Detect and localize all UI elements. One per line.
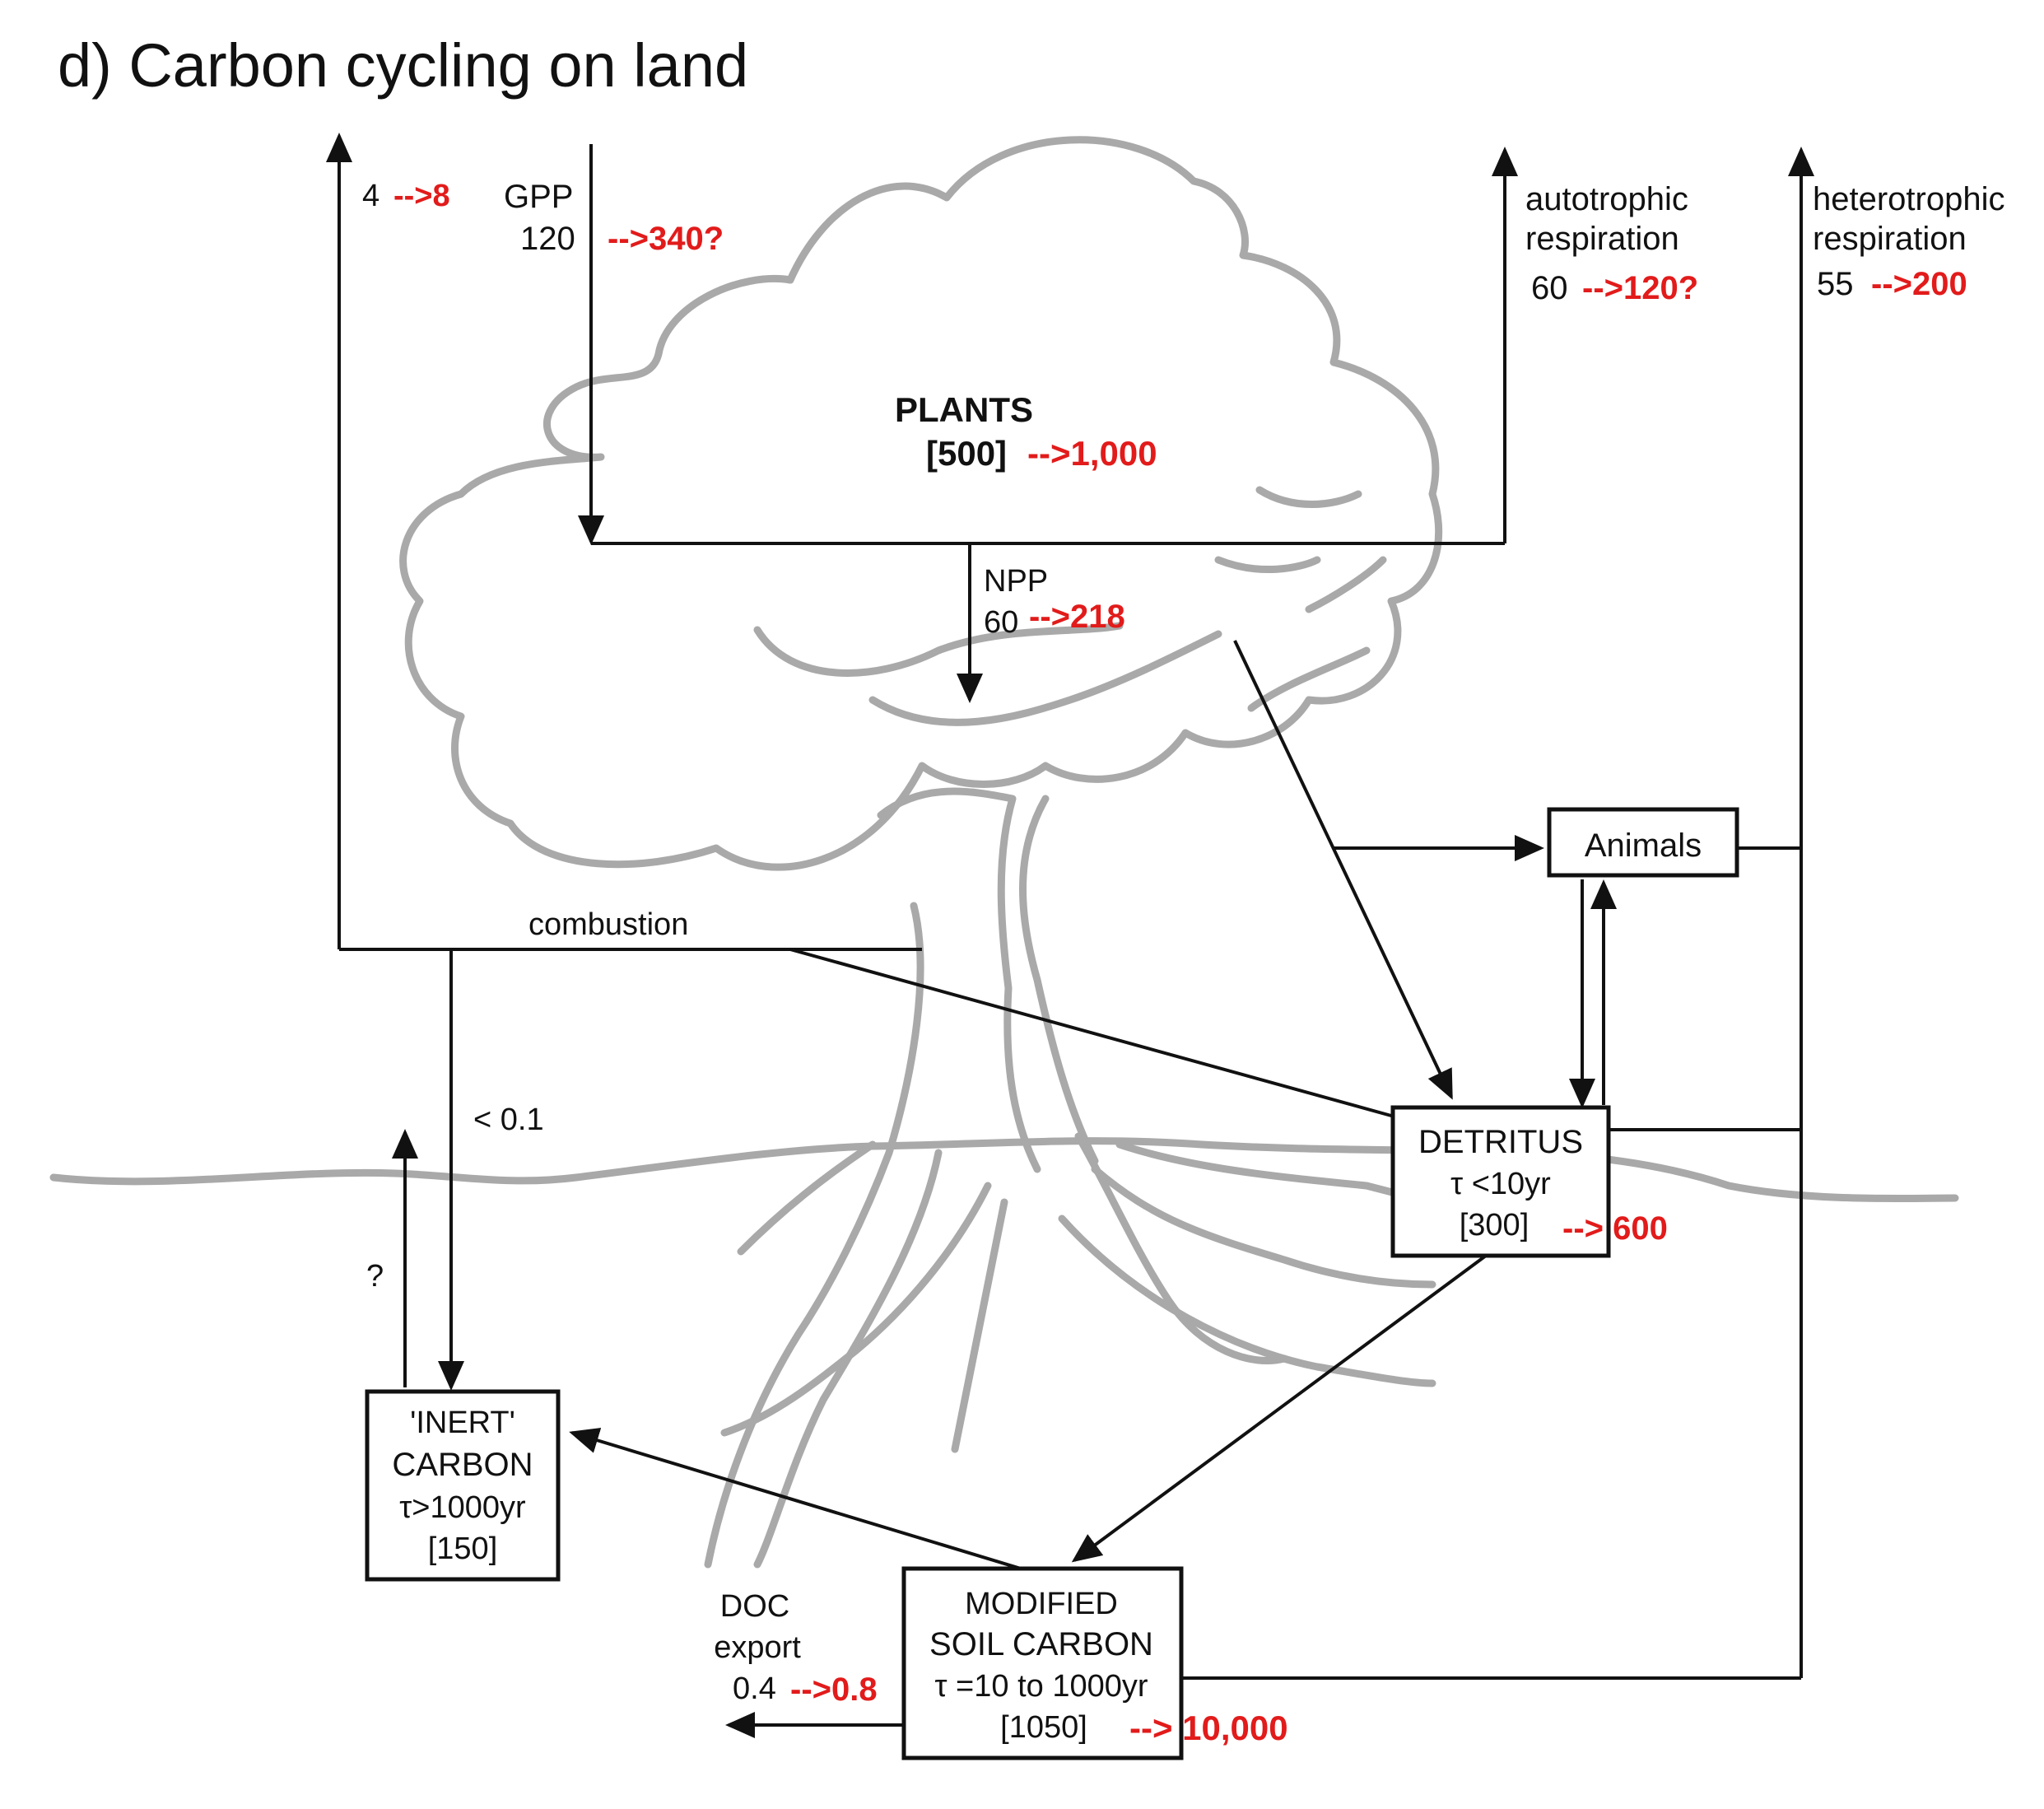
soil-label-2: SOIL CARBON <box>929 1626 1153 1662</box>
heterotrophic-label-1: heterotrophic <box>1813 181 2004 217</box>
detritus-label: DETRITUS <box>1418 1124 1583 1160</box>
animals-box <box>1547 807 1739 878</box>
tree-branch-stroke <box>1214 556 1321 574</box>
animals-label: Animals <box>1585 828 1702 864</box>
inert-label-2: CARBON <box>392 1447 533 1483</box>
tree-trunk <box>704 902 924 1569</box>
autotrophic-label-2: respiration <box>1525 221 1679 257</box>
gpp-new: -->340? <box>608 221 724 257</box>
autotrophic-new: -->120? <box>1582 270 1698 306</box>
inert-carbon-box <box>365 1389 561 1582</box>
heterotrophic-label-2: respiration <box>1813 221 1967 257</box>
npp-label: NPP <box>984 564 1048 599</box>
gpp-value: 120 <box>520 221 575 257</box>
npp-new: -->218 <box>1029 599 1125 635</box>
doc-label-1: DOC <box>720 1589 789 1624</box>
heterotrophic-value: 55 <box>1817 266 1854 302</box>
soil-value: [1050] <box>1000 1710 1087 1745</box>
tree-root <box>720 1182 992 1437</box>
soil-carbon-box <box>901 1566 1184 1760</box>
gpp-label: GPP <box>504 179 573 215</box>
tree-illustration <box>49 136 1959 1569</box>
page-title: d) Carbon cycling on land <box>58 31 748 100</box>
ground-line <box>49 1137 1959 1203</box>
detritus-new: --> 600 <box>1562 1210 1668 1247</box>
arrow-litter-to-detritus <box>1233 640 1453 1100</box>
autotrophic-label-1: autotrophic <box>1525 181 1688 217</box>
soil-tau: τ =10 to 1000yr <box>934 1669 1148 1704</box>
heterotrophic-new: -->200 <box>1871 266 1967 302</box>
tree-trunk <box>1019 795 1099 1165</box>
left-flux-value: 4 <box>362 179 379 213</box>
arrow-detritus-to-soil <box>1071 1254 1488 1563</box>
tree-root <box>737 1140 877 1256</box>
line-combustion-detritus <box>789 948 1392 1117</box>
small-flux-label: < 0.1 <box>473 1103 544 1137</box>
unknown-flux-label: ? <box>366 1259 384 1294</box>
tree-root <box>1058 1215 1436 1387</box>
tree-root <box>1091 1165 1436 1289</box>
plants-value: [500] <box>926 434 1007 473</box>
npp-value: 60 <box>984 605 1018 640</box>
flux-lines <box>326 133 1814 1738</box>
tree-trunk <box>877 787 1041 1173</box>
doc-label-2: export <box>714 1630 801 1665</box>
autotrophic-value: 60 <box>1531 270 1568 306</box>
tree-root <box>753 1149 943 1569</box>
plants-new: -->1,000 <box>1027 434 1157 473</box>
inert-label-1: 'INERT' <box>410 1406 515 1440</box>
detritus-value: [300] <box>1460 1208 1530 1243</box>
tree-root <box>951 1198 1008 1453</box>
tree-branch-stroke <box>868 630 1222 726</box>
inert-tau: τ>1000yr <box>399 1490 526 1525</box>
left-flux-new: -->8 <box>393 179 450 213</box>
soil-new: --> 10,000 <box>1129 1709 1288 1747</box>
tree-branch-stroke <box>1305 556 1387 613</box>
inert-value: [150] <box>428 1532 498 1566</box>
tree-branch-stroke <box>753 622 1124 677</box>
doc-new: -->0.8 <box>790 1671 878 1708</box>
soil-label-1: MODIFIED <box>965 1587 1118 1621</box>
detritus-tau: τ <10yr <box>1450 1167 1551 1201</box>
tree-root <box>1074 1132 1288 1364</box>
plants-label: PLANTS <box>895 390 1033 429</box>
arrow-soil-to-inert <box>569 1427 1022 1570</box>
detritus-box <box>1390 1105 1611 1258</box>
tree-canopy <box>399 136 1443 871</box>
tree-branch-stroke <box>1255 486 1362 508</box>
doc-value: 0.4 <box>733 1671 776 1706</box>
combustion-label: combustion <box>528 907 688 942</box>
